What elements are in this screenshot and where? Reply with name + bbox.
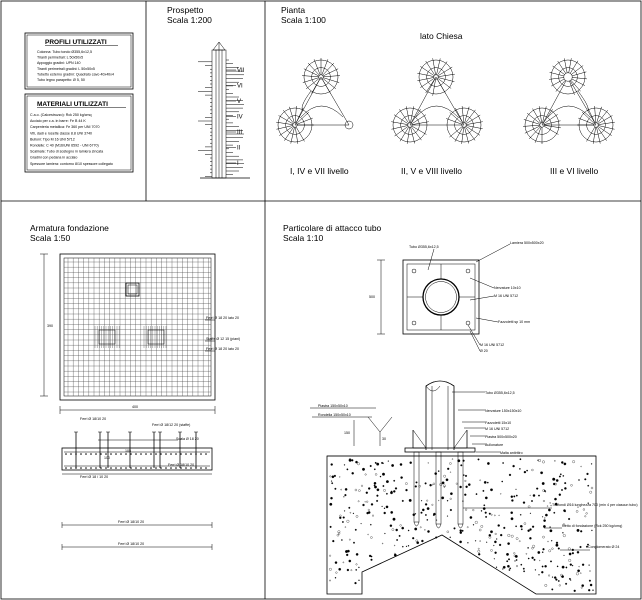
materiali-line: Spessore lamiera: contorno 8/10 spessore… bbox=[30, 162, 113, 166]
arm-sec-label-1: Ferri Ø 18/10 20 bbox=[80, 417, 106, 421]
pianta-scale: Scala 1:100 bbox=[281, 15, 326, 25]
profili-line: Tubo legno parapetto: Ø 5, 50 bbox=[37, 78, 85, 82]
part-sec-r1: Nervature 150x150x10 bbox=[485, 409, 521, 413]
part-sec-r2: Fazzoletti 15x10 bbox=[485, 421, 511, 425]
part-found-r1: Tirafondi Ø16 lunghezza 700 (min 4 per c… bbox=[552, 503, 638, 507]
part-plan-dim: 500 bbox=[369, 295, 375, 299]
arm-sec-label-4: Ferri Ø 18/10 20 bbox=[168, 463, 194, 467]
part-sec-dim-2: 30 bbox=[382, 437, 386, 441]
materiali-line: Viti, dadi e rosette classe 8.8 UNI 3740 bbox=[30, 131, 92, 135]
profili-line: Tubetto esterno gradini: Quadrato cavo 4… bbox=[37, 72, 114, 76]
part-plan-bottom-2: Ø 20 bbox=[480, 349, 488, 353]
part-sec-dim-1: 150 bbox=[344, 431, 350, 435]
spiral-stair-plan bbox=[446, 106, 483, 144]
part-plan-bottom-1: M 16 UNI 5712 bbox=[480, 343, 504, 347]
prospetto-scale: Scala 1:200 bbox=[167, 15, 212, 25]
arm-dim-vertical: 390 bbox=[47, 324, 53, 328]
particolare-scale: Scala 1:10 bbox=[283, 233, 323, 243]
level-label: VII bbox=[237, 68, 245, 74]
prospetto-title: Prospetto bbox=[167, 5, 204, 15]
arm-sec-dim-2: 105 bbox=[125, 449, 131, 453]
profili-line: Colonna: Tubo tondo Ø355,6x12,5 bbox=[37, 50, 92, 54]
part-plan-top-right: Lamiera 500x500x20 bbox=[510, 241, 544, 245]
plan-caption-2: II, V e VIII livello bbox=[401, 166, 462, 176]
arm-label-top-right: Ferri Ø 18 20 lato 20 bbox=[206, 316, 239, 320]
materiali-table: MATERIALI UTILIZZATI C.a.o. (Calcestruzz… bbox=[24, 93, 134, 173]
spiral-stair-plan bbox=[549, 58, 587, 95]
spiral-stair-plan bbox=[302, 58, 340, 95]
materiali-heading: MATERIALI UTILIZZATI bbox=[37, 101, 108, 108]
level-label: III bbox=[237, 130, 242, 136]
arm-label-mid-2: Ferri Ø 18 20 lato 20 bbox=[206, 347, 239, 351]
arm-sec-label-5: Ferri Ø 18 / 10 20 bbox=[80, 475, 108, 479]
materiali-line: Gradini con pedana in acciaio bbox=[30, 156, 77, 160]
part-sec-left-2: Rondella 150x50x10 bbox=[318, 413, 351, 417]
spiral-stair-plan bbox=[276, 106, 314, 144]
armatura-scale: Scala 1:50 bbox=[30, 233, 70, 243]
part-sec-left-1: Piastra 150x50x10 bbox=[318, 404, 348, 408]
profili-line: Appoggio gradini: UPN 140 bbox=[37, 61, 81, 65]
level-label: V bbox=[237, 99, 241, 105]
materiali-line: Carpenteria metallica: Fe 360 per UNI 70… bbox=[30, 125, 100, 129]
materiali-line: Bulloni: Tipo M 16 UNI 5712 bbox=[30, 137, 75, 141]
part-found-r3: Conglomerato Ø 24 bbox=[588, 545, 619, 549]
plan-caption-3: III e VI livello bbox=[550, 166, 598, 176]
profili-heading: PROFILI UTILIZZATI bbox=[45, 39, 107, 46]
spiral-stair-plan bbox=[577, 106, 615, 144]
level-label: II bbox=[237, 146, 241, 152]
materiali-line: Acciaio per c.a. in barre: Fe B 44 K bbox=[30, 119, 86, 123]
part-sec-r6: Malta antiritiro bbox=[500, 451, 523, 455]
part-plan-top-left: Tubo Ø355,6x12,5 bbox=[409, 245, 439, 249]
part-plan-right-1: Nervature 10x10 bbox=[494, 286, 521, 290]
spiral-stair-plan bbox=[523, 106, 561, 144]
materiali-line: C.a.o. (Calcestruzzo): Rck 250 kg/cmq bbox=[30, 113, 92, 117]
profili-table: PROFILI UTILIZZATI Colonna: Tubo tondo Ø… bbox=[24, 32, 134, 90]
arm-sec-label-3: Scala Ø 18 20 bbox=[176, 437, 199, 441]
spiral-stair-plan bbox=[391, 106, 429, 144]
arm-label-mid-1: Staffe Ø 12 15 (piani) bbox=[206, 337, 240, 341]
level-label: I bbox=[237, 161, 239, 167]
arm-sec-label-2: Ferri Ø 18/12 20 (staffe) bbox=[152, 423, 190, 427]
pianta-title: Pianta bbox=[281, 5, 305, 15]
part-sec-r3: M 16 UNI 5712 bbox=[485, 427, 509, 431]
profili-line: Tiranti perimetrali gradini: L 50x50x5 bbox=[37, 67, 95, 71]
materiali-line: Scalinate: Tubo di sostegno in lamiera z… bbox=[30, 150, 103, 154]
materiali-line: Rondelle: C 40 (M16/UNI 6592 - UNI 6770) bbox=[30, 144, 99, 148]
level-label: VI bbox=[237, 84, 243, 90]
arm-bottom-label-2: Ferri Ø 18/10 20 bbox=[118, 542, 144, 546]
arm-bottom-label-1: Ferri Ø 18/10 20 bbox=[118, 520, 144, 524]
profili-line: Tiranti perimetrali: L 50x50x5 bbox=[37, 56, 83, 60]
level-label: IV bbox=[237, 115, 243, 121]
arm-sec-dim: 100 bbox=[104, 456, 110, 460]
pianta-panel: Pianta Scala 1:100 lato Chiesa I, IV e V… bbox=[276, 5, 615, 176]
part-plan-right-3: Fazzoletti sp 10 mm bbox=[498, 320, 530, 324]
particolare-panel: Particolare di attacco tubo Scala 1:10 T… bbox=[283, 223, 638, 595]
spiral-stair-plan bbox=[417, 58, 455, 96]
materiali-lines: C.a.o. (Calcestruzzo): Rck 250 kg/cmqAcc… bbox=[30, 113, 113, 166]
part-sec-top: Tubo Ø355,6x12,5 bbox=[485, 391, 515, 395]
pianta-caption: lato Chiesa bbox=[420, 31, 463, 41]
armatura-title: Armatura fondazione bbox=[30, 223, 109, 233]
part-sec-r5: Bullonature bbox=[485, 443, 503, 447]
particolare-title: Particolare di attacco tubo bbox=[283, 223, 382, 233]
plan-caption-1: I, IV e VII livello bbox=[290, 166, 349, 176]
part-sec-r4: Piastra 500x500x20 bbox=[485, 435, 517, 439]
armatura-panel: Armatura fondazione Scala 1:50 Ferri Ø 1… bbox=[30, 223, 240, 550]
part-found-r2: Getto di fondazione (Rck 250 kg/cmq) bbox=[562, 524, 622, 528]
part-plan-right-2: M 16 UNI 5712 bbox=[494, 294, 518, 298]
arm-dim-horizontal: 400 bbox=[132, 405, 138, 409]
